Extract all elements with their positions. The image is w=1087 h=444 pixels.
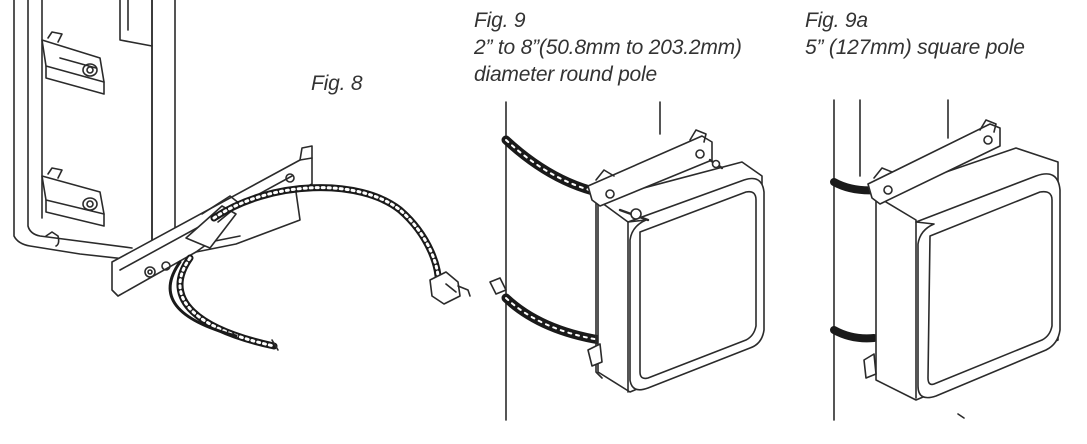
fig9a-drawing bbox=[830, 99, 1061, 421]
fig8-caption: Fig. 8 bbox=[311, 70, 363, 97]
fig8-label: Fig. 8 bbox=[311, 72, 363, 95]
fig9a-pole-type: 5” (127mm) square pole bbox=[805, 36, 1025, 59]
square-pole-enclosure bbox=[875, 147, 1061, 401]
fig9-size-range: 2” to 8”(50.8mm to 203.2mm) bbox=[474, 36, 742, 59]
fig9-label: Fig. 9 bbox=[474, 9, 526, 32]
fig9a-caption: Fig. 9a 5” (127mm) square pole bbox=[805, 7, 1025, 61]
hinge-lower bbox=[41, 167, 105, 227]
hose-clamp bbox=[168, 184, 471, 351]
fig9-pole-type: diameter round pole bbox=[474, 63, 657, 86]
fig9-drawing bbox=[489, 101, 765, 421]
hinge-upper bbox=[41, 31, 105, 95]
square-pole-bracket bbox=[863, 119, 1001, 419]
fig9a-label: Fig. 9a bbox=[805, 9, 868, 32]
round-pole-bracket bbox=[587, 129, 724, 367]
round-pole-enclosure bbox=[595, 161, 765, 393]
enclosure-body bbox=[13, 0, 176, 263]
fig8-drawing bbox=[13, 0, 471, 351]
fig9-caption: Fig. 9 2” to 8”(50.8mm to 203.2mm) diame… bbox=[474, 7, 742, 88]
